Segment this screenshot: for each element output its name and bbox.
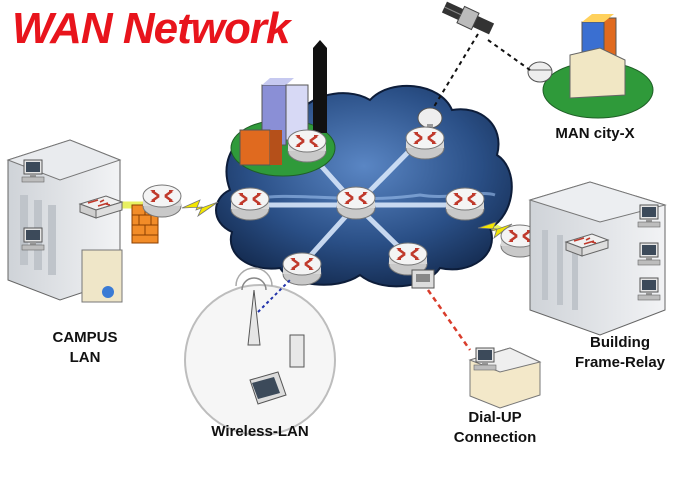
building-pc-3-icon xyxy=(637,277,661,301)
frame-relay-label-line2: Frame-Relay xyxy=(574,354,666,371)
modem-icon xyxy=(411,269,435,289)
router-campus-edge xyxy=(141,183,183,219)
wan-cloud xyxy=(215,84,513,288)
satellite-links xyxy=(431,33,531,111)
campus-lan-label-line1: CAMPUS xyxy=(52,329,118,346)
campus-pc-1-icon xyxy=(21,159,45,183)
frame-relay-label-line1: Building xyxy=(590,334,650,351)
diagram-title: WAN Network xyxy=(12,4,290,53)
man-city-cluster xyxy=(527,14,654,119)
building-pc-2-icon xyxy=(637,242,661,266)
router-east xyxy=(444,186,486,222)
router-city xyxy=(286,128,328,164)
router-man xyxy=(404,125,446,161)
dialup-link xyxy=(426,289,472,351)
building-pc-1-icon xyxy=(637,204,661,228)
dialup-label-line1: Dial-UP xyxy=(468,409,522,426)
wireless-lan-zone xyxy=(184,267,336,436)
campus-lan-label-line2: LAN xyxy=(69,349,101,366)
router-hub xyxy=(335,185,377,221)
man-city-label: MAN city-X xyxy=(555,125,635,142)
router-west xyxy=(229,186,271,222)
wireless-lan-label: Wireless-LAN xyxy=(211,423,309,440)
satellite-icon xyxy=(441,1,495,35)
frame-relay-building xyxy=(528,181,667,336)
dialup-label-line2: Connection xyxy=(453,429,537,446)
dialup-pc-icon xyxy=(473,347,497,371)
serial-links xyxy=(181,199,513,240)
campus-pc-2-icon xyxy=(21,227,45,251)
